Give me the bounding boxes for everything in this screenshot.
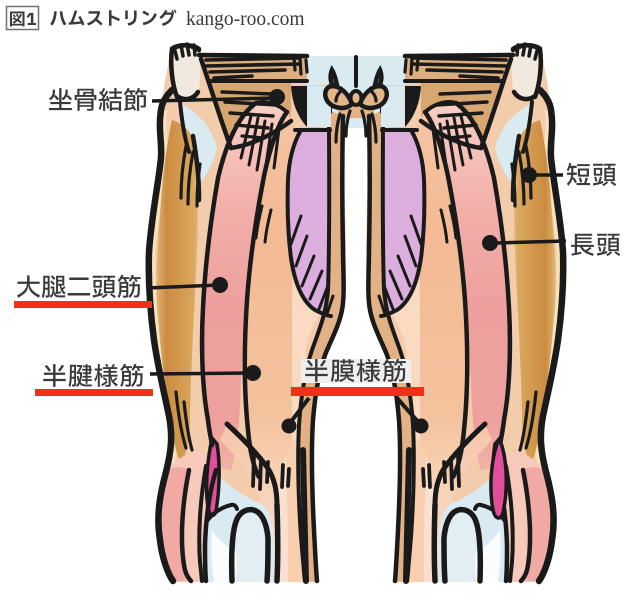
- svg-text:kango-roo.com: kango-roo.com: [186, 9, 305, 30]
